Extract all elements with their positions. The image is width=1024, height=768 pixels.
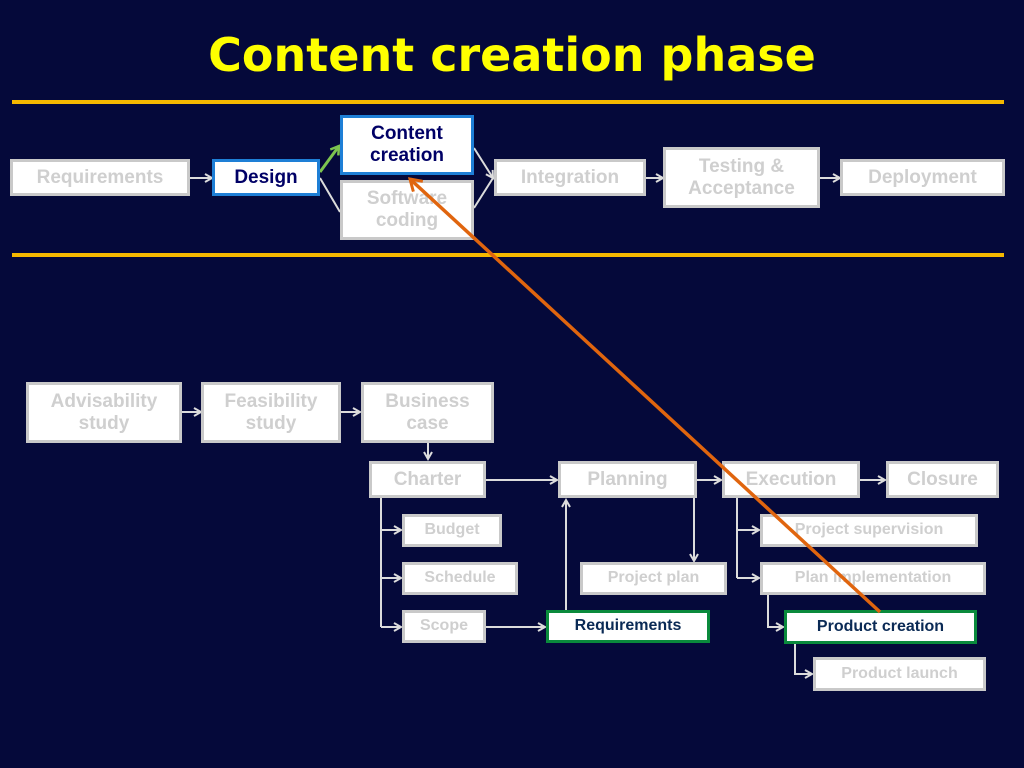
label-design: Design: [234, 166, 298, 188]
arrow-implementation-creation: [767, 595, 783, 627]
box-requirements-top: Requirements: [10, 159, 190, 196]
label-advisability-study: Advisability study: [50, 390, 158, 434]
label-closure: Closure: [907, 468, 978, 490]
box-schedule: Schedule: [402, 562, 518, 595]
box-project-plan: Project plan: [580, 562, 727, 595]
box-execution: Execution: [722, 461, 860, 498]
label-planning: Planning: [587, 468, 668, 490]
box-plan-implementation: Plan implementation: [760, 562, 986, 595]
label-content-creation: Content creation: [370, 123, 444, 166]
label-requirements-top: Requirements: [36, 166, 164, 188]
box-feasibility-study: Feasibility study: [201, 382, 341, 443]
label-budget: Budget: [424, 521, 480, 539]
label-deployment: Deployment: [868, 166, 977, 188]
label-project-plan: Project plan: [607, 569, 700, 587]
label-schedule: Schedule: [424, 569, 496, 587]
box-business-case: Business case: [361, 382, 494, 443]
label-business-case: Business case: [385, 390, 470, 434]
label-charter: Charter: [393, 468, 462, 490]
top-divider: [12, 100, 1004, 104]
label-project-supervision: Project supervision: [794, 521, 944, 539]
box-charter: Charter: [369, 461, 486, 498]
box-design: Design: [212, 159, 320, 196]
page-title: Content creation phase: [208, 28, 816, 82]
label-feasibility-study: Feasibility study: [224, 390, 318, 434]
box-product-creation: Product creation: [784, 610, 977, 644]
box-product-launch: Product launch: [813, 657, 986, 691]
box-testing-acceptance: Testing & Acceptance: [663, 147, 820, 208]
label-execution: Execution: [745, 468, 837, 490]
line-coding-integration: [473, 177, 494, 209]
line-design-coding: [319, 177, 341, 213]
box-integration: Integration: [494, 159, 646, 196]
box-content-creation: Content creation: [340, 115, 474, 175]
bottom-divider: [12, 253, 1004, 257]
green-arrow-design-content: [318, 146, 339, 173]
label-product-launch: Product launch: [841, 664, 958, 682]
label-integration: Integration: [520, 166, 620, 188]
label-requirements-bottom: Requirements: [574, 617, 682, 635]
box-requirements-bottom: Requirements: [546, 610, 710, 643]
box-project-supervision: Project supervision: [760, 514, 978, 547]
label-testing-acceptance: Testing & Acceptance: [688, 155, 795, 199]
arrow-creation-launch: [794, 644, 812, 674]
highlight-arrow-product-to-content: [410, 179, 882, 614]
label-scope: Scope: [419, 617, 468, 635]
label-plan-implementation: Plan implementation: [794, 569, 952, 587]
box-advisability-study: Advisability study: [26, 382, 182, 443]
box-closure: Closure: [886, 461, 999, 498]
box-deployment: Deployment: [840, 159, 1005, 196]
box-scope: Scope: [402, 610, 486, 643]
label-product-creation: Product creation: [816, 617, 945, 635]
arrow-content-integration: [473, 147, 493, 178]
box-planning: Planning: [558, 461, 697, 498]
box-budget: Budget: [402, 514, 502, 547]
